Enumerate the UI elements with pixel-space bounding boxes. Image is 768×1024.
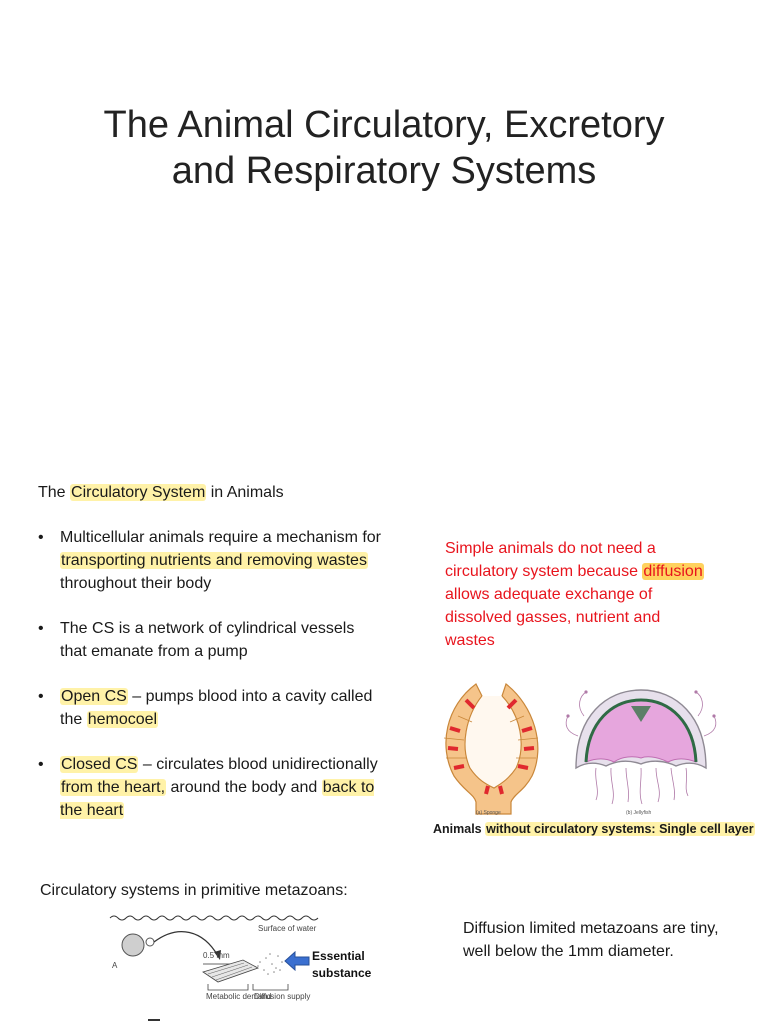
essential-substance-label: Essential substance — [312, 949, 372, 980]
highlight-diffusion: diffusion — [642, 563, 704, 580]
highlight-closed-cs: Closed CS — [60, 756, 139, 773]
bullet-item: Closed CS – circulates blood unidirectio… — [38, 753, 383, 822]
slide-title: The Animal Circulatory, Excretory and Re… — [103, 104, 665, 192]
section-intro: The Circulatory System in Animals — [38, 482, 284, 504]
jellyfish-illustration — [565, 689, 717, 805]
bullet-item: Multicellular animals require a mechanis… — [38, 526, 383, 595]
bullet-text: throughout their body — [60, 575, 212, 592]
figure-caption: Animals without circulatory systems: Sin… — [433, 820, 755, 838]
surface-label: Surface of water — [258, 924, 317, 933]
section-heading: Circulatory systems in primitive metazoa… — [40, 882, 348, 899]
highlight-open-cs: Open CS — [60, 688, 128, 705]
diffusion-limited-note: Diffusion limited metazoans are tiny, we… — [463, 920, 719, 960]
bullet-item: The CS is a network of cylindrical vesse… — [38, 617, 383, 663]
bullet-list: Multicellular animals require a mechanis… — [38, 526, 383, 844]
bullet-item: Open CS – pumps blood into a cavity call… — [38, 685, 383, 731]
bullet-text: – pumps blood into a cavity called the — [60, 688, 373, 728]
bullet-text: around the body and — [166, 779, 322, 796]
highlight-from-heart: from the heart, — [60, 779, 167, 796]
diffusion-note: Simple animals do not need a circulatory… — [445, 537, 710, 652]
intro-text-end: in Animals — [206, 484, 284, 501]
organism-label: A — [112, 961, 118, 970]
note-text: Simple animals do not need a circulatory… — [445, 540, 656, 580]
sponge-illustration — [443, 683, 539, 815]
highlight-hemocoel: hemocoel — [86, 711, 159, 728]
sponge-label: (a) Sponge — [476, 810, 501, 816]
highlight-transport: transporting nutrients and removing wast… — [60, 552, 368, 569]
note-text: allows adequate exchange of dissolved ga… — [445, 586, 661, 649]
caption-text: Animals — [433, 822, 486, 836]
diffusion-label: Diffusion supply — [254, 992, 310, 1001]
intro-text: The — [38, 484, 71, 501]
diffusion-diagram: Surface of water A 0.5 mm Metabolic dema… — [109, 915, 319, 1021]
bullet-text: Multicellular animals require a mechanis… — [60, 529, 382, 546]
jellyfish-label: (b) Jellyfish — [626, 810, 652, 816]
bullet-text: – circulates blood unidirectionally — [138, 756, 378, 773]
highlight-caption: without circulatory systems: Single cell… — [485, 822, 755, 836]
highlight-circulatory-system: Circulatory System — [70, 484, 207, 501]
arrow-left-icon — [284, 951, 310, 971]
distance-label: 0.5 mm — [203, 951, 230, 960]
sponge-jellyfish-figure: (a) Sponge (b) Jellyfish — [443, 683, 717, 816]
organism-circle — [121, 933, 145, 957]
bullet-text: The CS is a network of cylindrical vesse… — [60, 620, 355, 660]
metabolic-label: Metabolic demand — [206, 992, 271, 1001]
